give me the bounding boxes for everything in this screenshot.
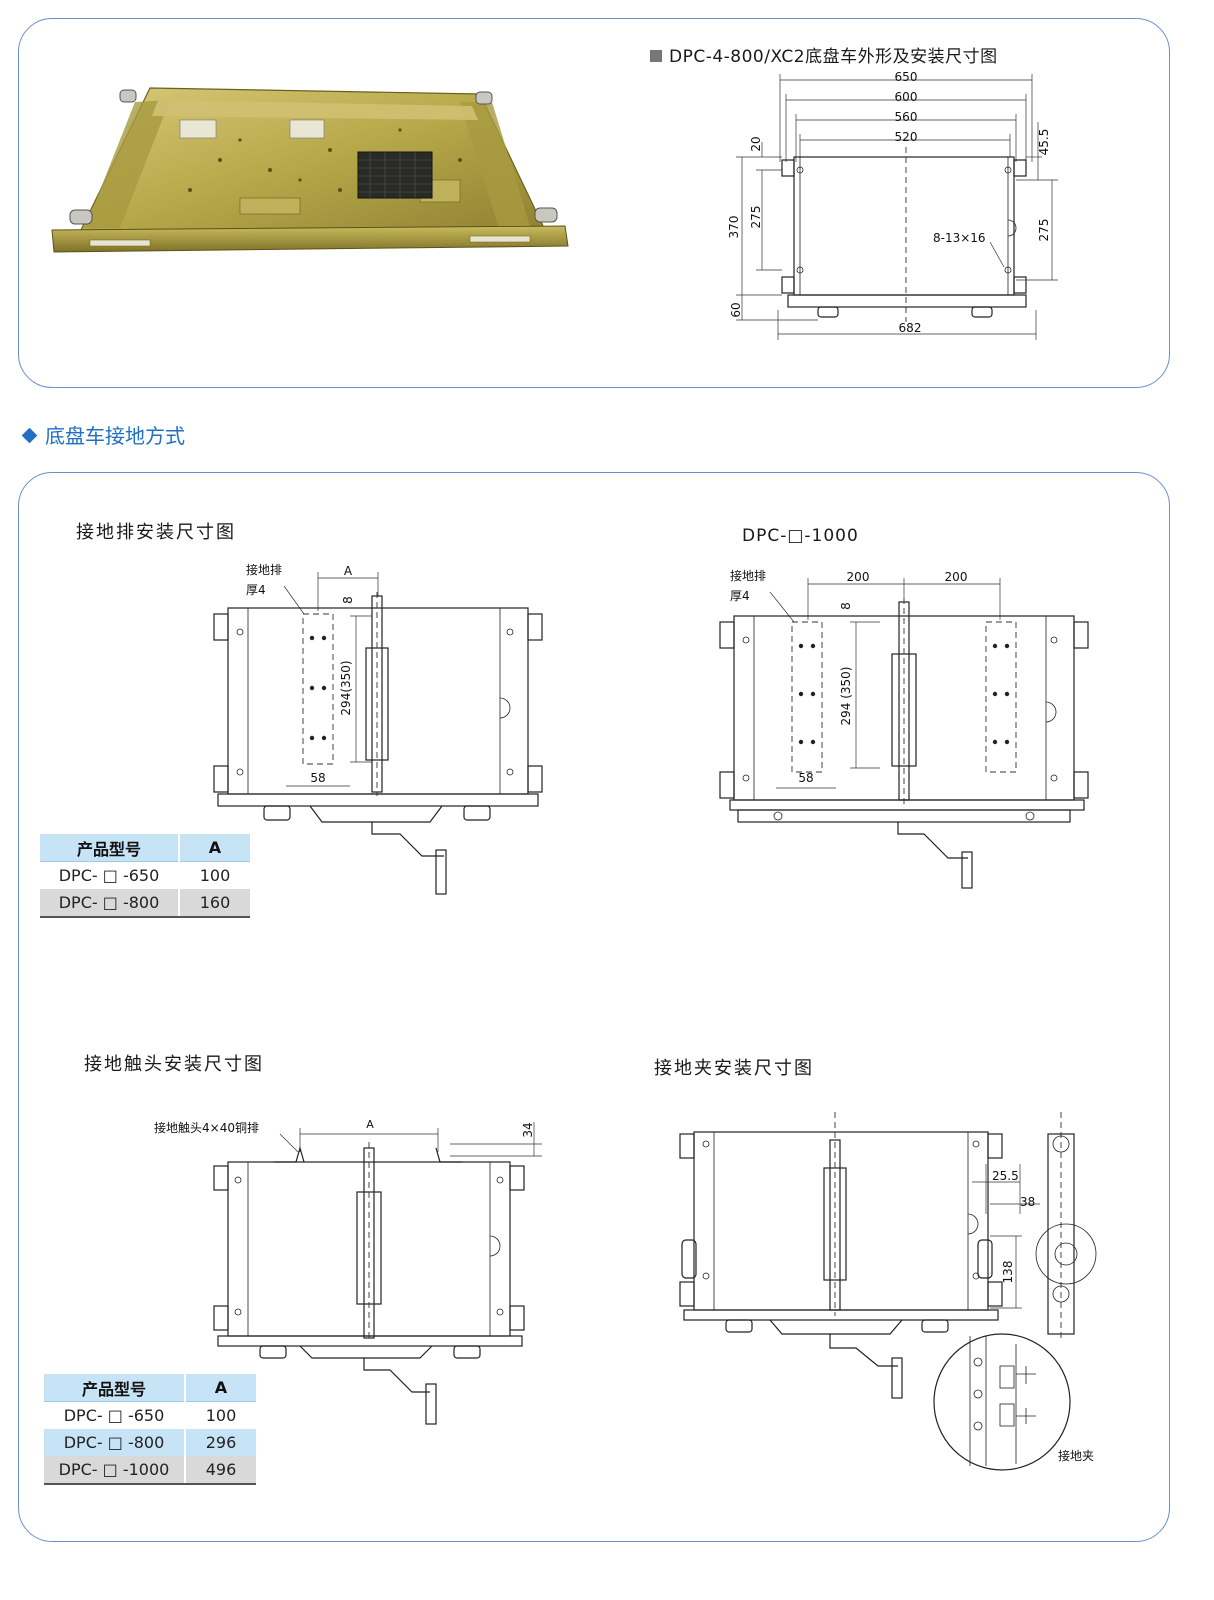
dim-294: 294(350) [339,660,353,715]
dim-600: 600 [895,90,918,104]
dim-34: 34 [521,1122,535,1137]
dpc1000-drawing: 接地排 厚4 200 200 8 294 (350) 58 [719,568,1089,889]
dim-60: 60 [729,302,743,317]
dim-650: 650 [895,70,918,84]
label-contact: 接地触头4×40铜排 [154,1120,259,1135]
label-thickness-2: 厚4 [730,589,750,603]
holes-label: 8-13×16 [933,231,986,245]
table1-header-model: 产品型号 [40,834,180,862]
dim-a: A [344,564,353,578]
dim-200-b: 200 [945,570,968,584]
table2-row2-a: 296 [185,1429,256,1456]
dim-45-5: 45.5 [1037,129,1051,156]
dim-58-2: 58 [798,771,813,785]
label-thickness: 厚4 [246,583,266,597]
dim-38: 38 [1020,1195,1035,1209]
dim-560: 560 [895,110,918,124]
dim-8: 8 [341,596,355,604]
grounding-bar-drawing: 接地排 厚4 A 8 294(350) 58 [213,562,543,895]
fig-title-grounding-bar: 接地排安装尺寸图 [76,522,236,543]
dim-20: 20 [749,136,763,151]
chassis-photo [51,87,569,253]
table1-row2-model: DPC- □ -800 [40,889,180,918]
bottom-panel [18,472,1170,1542]
fig-title-contact: 接地触头安装尺寸图 [84,1054,264,1075]
section-heading: 底盘车接地方式 [21,420,185,449]
label-grounding-bar-2: 接地排 [730,568,766,583]
dim-138: 138 [1001,1261,1015,1284]
dim-520: 520 [895,130,918,144]
model-table-2: 产品型号 A DPC- □ -650 100 DPC- □ -800 296 D… [44,1374,256,1485]
table2-header-model: 产品型号 [44,1374,186,1402]
dim-275-left: 275 [749,206,763,229]
dim-275-right: 275 [1037,219,1051,242]
drawing-title: DPC-4-800/XC2底盘车外形及安装尺寸图 [650,42,998,67]
table2-row3-a: 496 [185,1456,256,1485]
table1-row1-model: DPC- □ -650 [40,861,180,889]
table1-row2-a: 160 [179,889,250,918]
table2-row2-model: DPC- □ -800 [44,1429,186,1456]
grounding-contact-drawing: 接地触头4×40铜排 A 34 [154,1118,542,1425]
fig-title-clamp: 接地夹安装尺寸图 [654,1058,814,1079]
dim-8-2: 8 [839,602,853,610]
dim-200-a: 200 [847,570,870,584]
dim-25-5: 25.5 [992,1169,1019,1183]
dim-294-2: 294 (350) [839,667,853,726]
label-grounding-bar: 接地排 [246,562,282,577]
dim-682: 682 [899,321,922,335]
table2-row1-model: DPC- □ -650 [44,1401,186,1429]
table1-row1-a: 100 [199,866,231,885]
fig-title-dpc1000: DPC-□-1000 [742,526,859,546]
square-bullet-icon [650,50,662,62]
table1-header-a: A [179,834,250,862]
dim-370: 370 [727,216,741,239]
table2-row3-model: DPC- □ -1000 [44,1456,186,1485]
table2-row1-a: 100 [205,1406,237,1425]
dim-58: 58 [310,771,325,785]
table2-header-a: A [185,1374,256,1402]
dim-a-contact: A [366,1118,374,1131]
grounding-clamp-drawing: 25.5 38 138 接地夹 [679,1112,1097,1471]
diamond-icon [21,427,38,444]
label-clamp: 接地夹 [1058,1448,1094,1463]
model-table-1: 产品型号 A DPC- □ -650 100 DPC- □ -800 160 [40,834,250,918]
top-dimension-drawing: 650 600 560 520 370 275 20 60 45.5 275 8… [727,70,1058,340]
